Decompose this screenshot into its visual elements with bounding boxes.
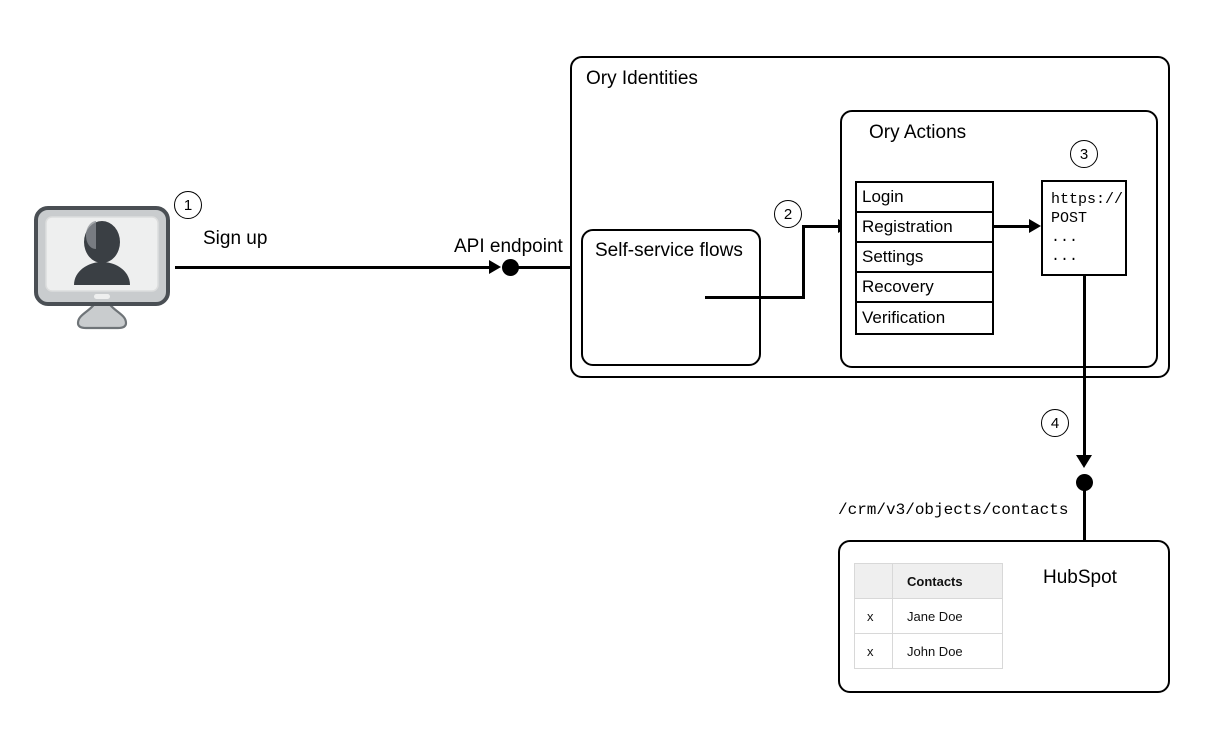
signup-arrowhead (489, 260, 501, 274)
selfservice-to-registration-h2 (802, 225, 842, 228)
table-cell-mark: x (854, 633, 893, 669)
flow-item-label: Login (862, 187, 904, 206)
table-header-cell-contacts: Contacts (892, 563, 1003, 599)
self-service-flows-title: Self-service flows (595, 240, 743, 261)
table-header-row: Contacts (854, 563, 1003, 599)
contacts-table: Contacts x Jane Doe x John Doe (854, 563, 1003, 669)
step-marker-2: 2 (774, 200, 802, 228)
api-endpoint-node (502, 259, 519, 276)
hubspot-endpoint-node (1076, 474, 1093, 491)
flow-item-login[interactable]: Login (857, 183, 992, 213)
webhook-code-line: https:// (1051, 191, 1124, 208)
webhook-arrowhead (1029, 219, 1041, 233)
hubspot-arrowhead (1076, 455, 1092, 468)
flow-item-label: Verification (862, 308, 946, 327)
webhook-to-hubspot-line (1083, 276, 1086, 457)
flow-item-recovery[interactable]: Recovery (857, 273, 992, 303)
flow-item-label: Registration (862, 217, 953, 236)
api-endpoint-label: API endpoint (454, 236, 563, 257)
signup-connector-line (175, 266, 493, 269)
flow-item-registration[interactable]: Registration (857, 213, 992, 243)
webhook-code-box: https:// POST ... ... (1041, 180, 1127, 276)
registration-to-webhook-line (994, 225, 1034, 228)
step-marker-1: 1 (174, 191, 202, 219)
flow-item-verification[interactable]: Verification (857, 303, 992, 333)
table-header-cell-blank (854, 563, 893, 599)
table-row[interactable]: x John Doe (854, 633, 1003, 669)
selfservice-to-registration-h1 (705, 296, 805, 299)
ory-actions-flow-list: Login Registration Settings Recovery Ver… (855, 181, 994, 335)
ory-identities-title: Ory Identities (586, 68, 698, 89)
webhook-code-line: POST (1051, 210, 1088, 227)
crm-path-label: /crm/v3/objects/contacts (838, 501, 1069, 519)
flow-item-label: Settings (862, 247, 924, 266)
ory-actions-title: Ory Actions (869, 122, 967, 143)
table-cell-mark: x (854, 598, 893, 634)
user-monitor-icon (32, 205, 172, 335)
table-row[interactable]: x Jane Doe (854, 598, 1003, 634)
table-cell-name: Jane Doe (892, 598, 1003, 634)
api-endpoint-stub-line (518, 266, 571, 269)
flow-item-label: Recovery (862, 277, 934, 296)
hubspot-title: HubSpot (1043, 567, 1117, 588)
step-marker-4: 4 (1041, 409, 1069, 437)
flow-item-settings[interactable]: Settings (857, 243, 992, 273)
webhook-code-line: ... (1051, 229, 1079, 246)
selfservice-to-registration-v (802, 225, 805, 299)
hubspot-endpoint-stub-line (1083, 489, 1086, 541)
webhook-code-line: ... (1051, 248, 1079, 265)
table-cell-name: John Doe (892, 633, 1003, 669)
step-marker-3: 3 (1070, 140, 1098, 168)
sign-up-label: Sign up (203, 228, 268, 249)
